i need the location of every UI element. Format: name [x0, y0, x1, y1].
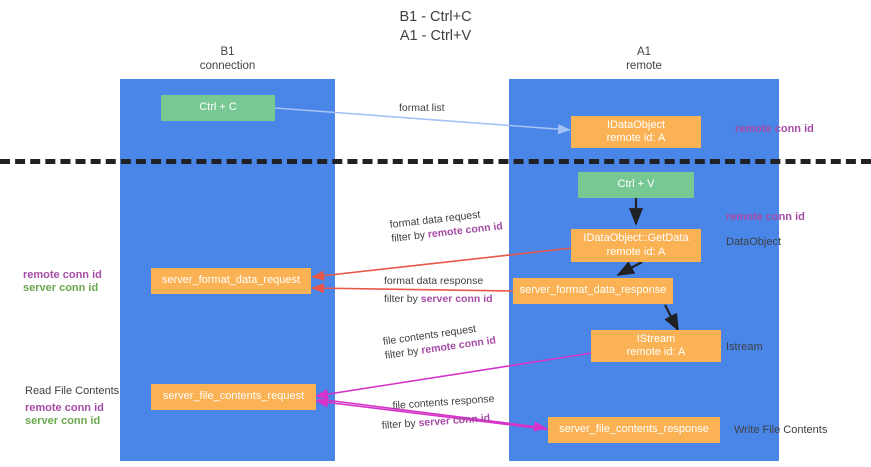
- node-server-file-contents-request[interactable]: server_file_contents_request: [151, 384, 316, 410]
- annotation-left-read-file-contents: Read File Contents: [25, 385, 120, 397]
- annotation-left-server-conn-id: server conn id: [23, 282, 99, 294]
- edge-response-to-istream: [664, 304, 679, 332]
- annotation-right-write-file-contents: Write File Contents: [734, 424, 828, 436]
- annotation-right-remote-conn-id-top: remote conn id: [735, 123, 814, 135]
- edge-istream-to-file-response: [317, 398, 547, 432]
- annotation-left-server-conn-id-2: server conn id: [25, 415, 101, 427]
- node-idataobject-remote[interactable]: IDataObject remote id: A: [571, 116, 701, 148]
- node-idataobject-getdata[interactable]: IDataObject::GetData remote id: A: [571, 229, 701, 262]
- edge-format-data-response: [311, 283, 515, 294]
- node-istream[interactable]: IStream remote id: A: [591, 330, 721, 362]
- page-title: B1 - Ctrl+C A1 - Ctrl+V: [399, 9, 472, 44]
- lane-header-b1: B1 connection: [199, 46, 256, 72]
- annotation-right-istream: Istream: [726, 341, 763, 353]
- edge-label-format-data-response: format data response filter by server co…: [384, 274, 493, 306]
- annotation-right-remote-conn-id-mid: remote conn id: [726, 211, 805, 223]
- node-ctrl-v[interactable]: Ctrl + V: [578, 172, 694, 198]
- edge-label-line-2: filter by server conn id: [384, 292, 493, 306]
- edge-format-data-request: [311, 247, 573, 281]
- edge-getdata-to-response: [616, 261, 643, 276]
- node-server-file-contents-response[interactable]: server_file_contents_response: [548, 417, 720, 443]
- node-ctrl-c[interactable]: Ctrl + C: [161, 95, 275, 121]
- edge-label-format-list: format list: [399, 102, 445, 114]
- edge-file-contents-response: [315, 397, 553, 431]
- phase-divider: [0, 159, 871, 164]
- annotation-left-remote-conn-id-2: remote conn id: [25, 402, 104, 414]
- node-server-format-data-response[interactable]: server_format_data_response: [513, 278, 673, 304]
- lane-header-a1: A1 remote: [626, 46, 662, 72]
- annotation-right-dataobject: DataObject: [726, 236, 782, 248]
- filter-key: server conn id: [420, 293, 493, 305]
- filter-prefix: filter by: [381, 417, 419, 432]
- edge-file-contents-request: [315, 352, 593, 400]
- edge-format-list: [274, 107, 571, 135]
- annotation-left-remote-conn-id: remote conn id: [23, 269, 102, 281]
- node-server-format-data-request[interactable]: server_format_data_request: [151, 268, 311, 294]
- edge-label-line-1: format data response: [384, 275, 484, 287]
- filter-prefix: filter by: [384, 293, 421, 305]
